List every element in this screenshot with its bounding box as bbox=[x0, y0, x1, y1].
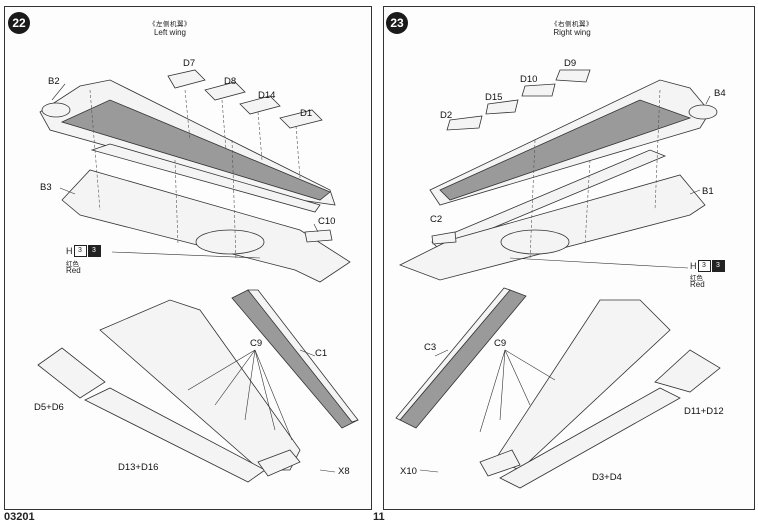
color-code2-left: 3 bbox=[87, 245, 101, 257]
step-23-title-cn: 《右侧机翼》 bbox=[551, 21, 593, 28]
label-c3: C3 bbox=[424, 342, 437, 353]
label-b1: B1 bbox=[702, 186, 714, 197]
product-code: 03201 bbox=[4, 511, 35, 523]
step-22-title-cn: 《左侧机翼》 bbox=[149, 21, 191, 28]
right-lower-wing-drawing bbox=[395, 287, 721, 489]
label-b2: B2 bbox=[48, 76, 60, 87]
color-letter-right: H bbox=[690, 261, 697, 271]
label-c2: C2 bbox=[430, 214, 443, 225]
right-upper-wing-drawing bbox=[399, 69, 718, 281]
color-name-cn-right: 红色 bbox=[690, 275, 703, 282]
color-code2-right: 3 bbox=[711, 260, 725, 272]
label-b4: B4 bbox=[714, 88, 726, 99]
color-name-en-left: Red bbox=[66, 266, 81, 275]
color-callout-right: H 3 3 bbox=[690, 260, 725, 272]
left-upper-wing-drawing bbox=[39, 69, 351, 283]
label-d7: D7 bbox=[183, 58, 196, 69]
label-d14: D14 bbox=[258, 90, 276, 101]
color-callout-left: H 3 3 bbox=[66, 245, 101, 257]
label-x8: X8 bbox=[338, 466, 350, 477]
color-code1-left: 3 bbox=[73, 245, 87, 257]
label-c9-left: C9 bbox=[250, 338, 263, 349]
label-x10: X10 bbox=[400, 466, 417, 477]
color-letter-left: H bbox=[66, 246, 73, 256]
label-b3: B3 bbox=[40, 182, 52, 193]
label-d8: D8 bbox=[224, 76, 237, 87]
label-d1: D1 bbox=[300, 108, 313, 119]
label-d15: D15 bbox=[485, 92, 503, 103]
left-lower-wing-drawing bbox=[37, 289, 359, 483]
label-d13-d16: D13+D16 bbox=[118, 462, 159, 473]
step-22-title-en: Left wing bbox=[153, 28, 187, 37]
step-23-badge: 23 bbox=[386, 12, 408, 34]
label-d5-d6: D5+D6 bbox=[34, 402, 64, 413]
label-d11-d12: D11+D12 bbox=[684, 406, 724, 417]
label-c9-right: C9 bbox=[494, 338, 507, 349]
page-number: 11 bbox=[373, 511, 385, 523]
label-d9: D9 bbox=[564, 58, 577, 69]
label-c10: C10 bbox=[318, 216, 336, 227]
color-code1-right: 3 bbox=[697, 260, 711, 272]
label-d10: D10 bbox=[520, 74, 538, 85]
step-22-badge: 22 bbox=[8, 12, 30, 34]
step-23-title-en: Right wing bbox=[553, 28, 591, 37]
label-d2: D2 bbox=[440, 110, 453, 121]
color-name-en-right: Red bbox=[690, 280, 705, 289]
color-name-cn-left: 红色 bbox=[66, 261, 79, 268]
label-c1: C1 bbox=[315, 348, 328, 359]
label-d3-d4: D3+D4 bbox=[592, 472, 622, 483]
